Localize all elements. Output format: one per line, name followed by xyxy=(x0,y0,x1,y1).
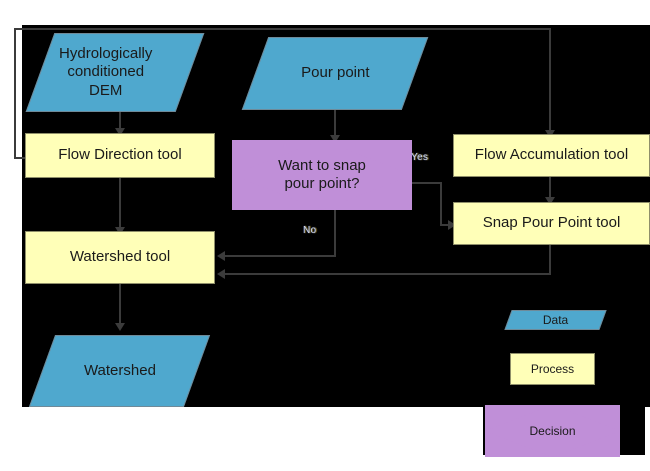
edge-flowdir-to-watershedtool xyxy=(119,178,121,230)
node-watershed-tool[interactable]: Watershed tool xyxy=(25,231,215,284)
edge-yes-drop xyxy=(440,182,442,225)
arrowhead-into-watershed xyxy=(115,323,125,331)
node-hydrologically-conditioned-dem[interactable]: Hydrologically conditioned DEM xyxy=(25,33,205,112)
arrowhead-snap-into-watershed-tool xyxy=(217,269,225,279)
edge-dem-to-flowdir xyxy=(119,112,121,132)
edge-watershedtool-to-watershed xyxy=(119,284,121,326)
edge-flowaccum-to-snap xyxy=(549,177,551,200)
arrowhead-accum-into-snap xyxy=(545,197,555,205)
node-pour-point[interactable]: Pour point xyxy=(241,37,429,110)
node-decision-snap-pour-point[interactable]: Want to snap pour point? xyxy=(232,140,412,210)
edge-pourpoint-to-decision xyxy=(334,110,336,138)
arrowhead-into-decision xyxy=(330,135,340,143)
edge-yes-into-snap xyxy=(440,224,452,226)
legend-item-data: Data xyxy=(504,310,607,330)
edge-dem-top-rail xyxy=(14,28,551,30)
edge-rail-down-to-flowaccum xyxy=(549,28,551,132)
node-label-decision: Want to snap pour point? xyxy=(278,157,366,193)
node-label-watershed: Watershed xyxy=(83,361,156,379)
node-label-watershed-tool: Watershed tool xyxy=(69,248,171,266)
decision-line-2: pour point? xyxy=(284,175,360,192)
dem-line-1: Hydrologically xyxy=(59,45,153,63)
arrowhead-into-flow-direction xyxy=(115,128,125,136)
dem-line-2: conditioned xyxy=(67,63,145,81)
dem-line-3: DEM xyxy=(89,81,123,99)
node-label-flow-accumulation-tool: Flow Accumulation tool xyxy=(474,146,629,164)
node-label-pour-point: Pour point xyxy=(300,64,370,82)
edge-no-drop xyxy=(334,208,336,256)
node-flow-direction-tool[interactable]: Flow Direction tool xyxy=(25,133,215,178)
node-label-snap-pour-point-tool: Snap Pour Point tool xyxy=(482,214,621,232)
node-label-flow-direction-tool: Flow Direction tool xyxy=(58,146,182,164)
edge-dem-into-flowdir xyxy=(14,157,26,159)
branch-label-yes: Yes xyxy=(411,152,429,163)
decision-line-1: Want to snap xyxy=(278,157,366,174)
node-label-dem: Hydrologically conditioned DEM xyxy=(59,45,152,100)
edge-snap-into-watershed xyxy=(225,273,551,275)
arrowhead-into-snap-pour-point xyxy=(448,220,456,230)
branch-label-no: No xyxy=(303,225,317,236)
legend-label-decision: Decision xyxy=(529,423,576,438)
legend-label-process: Process xyxy=(530,361,575,376)
node-snap-pour-point-tool[interactable]: Snap Pour Point tool xyxy=(453,202,650,245)
edge-yes-stub xyxy=(410,182,441,184)
arrowhead-no-into-watershed-tool xyxy=(217,251,225,261)
edge-dem-left-riser xyxy=(14,28,16,158)
node-watershed[interactable]: Watershed xyxy=(28,335,211,407)
legend-label-data: Data xyxy=(542,312,569,327)
legend-item-decision: Decision xyxy=(485,405,620,457)
edge-snap-drop xyxy=(549,245,551,275)
edge-no-into-watershed xyxy=(225,255,336,257)
node-flow-accumulation-tool[interactable]: Flow Accumulation tool xyxy=(453,134,650,177)
legend-item-process: Process xyxy=(510,353,595,385)
